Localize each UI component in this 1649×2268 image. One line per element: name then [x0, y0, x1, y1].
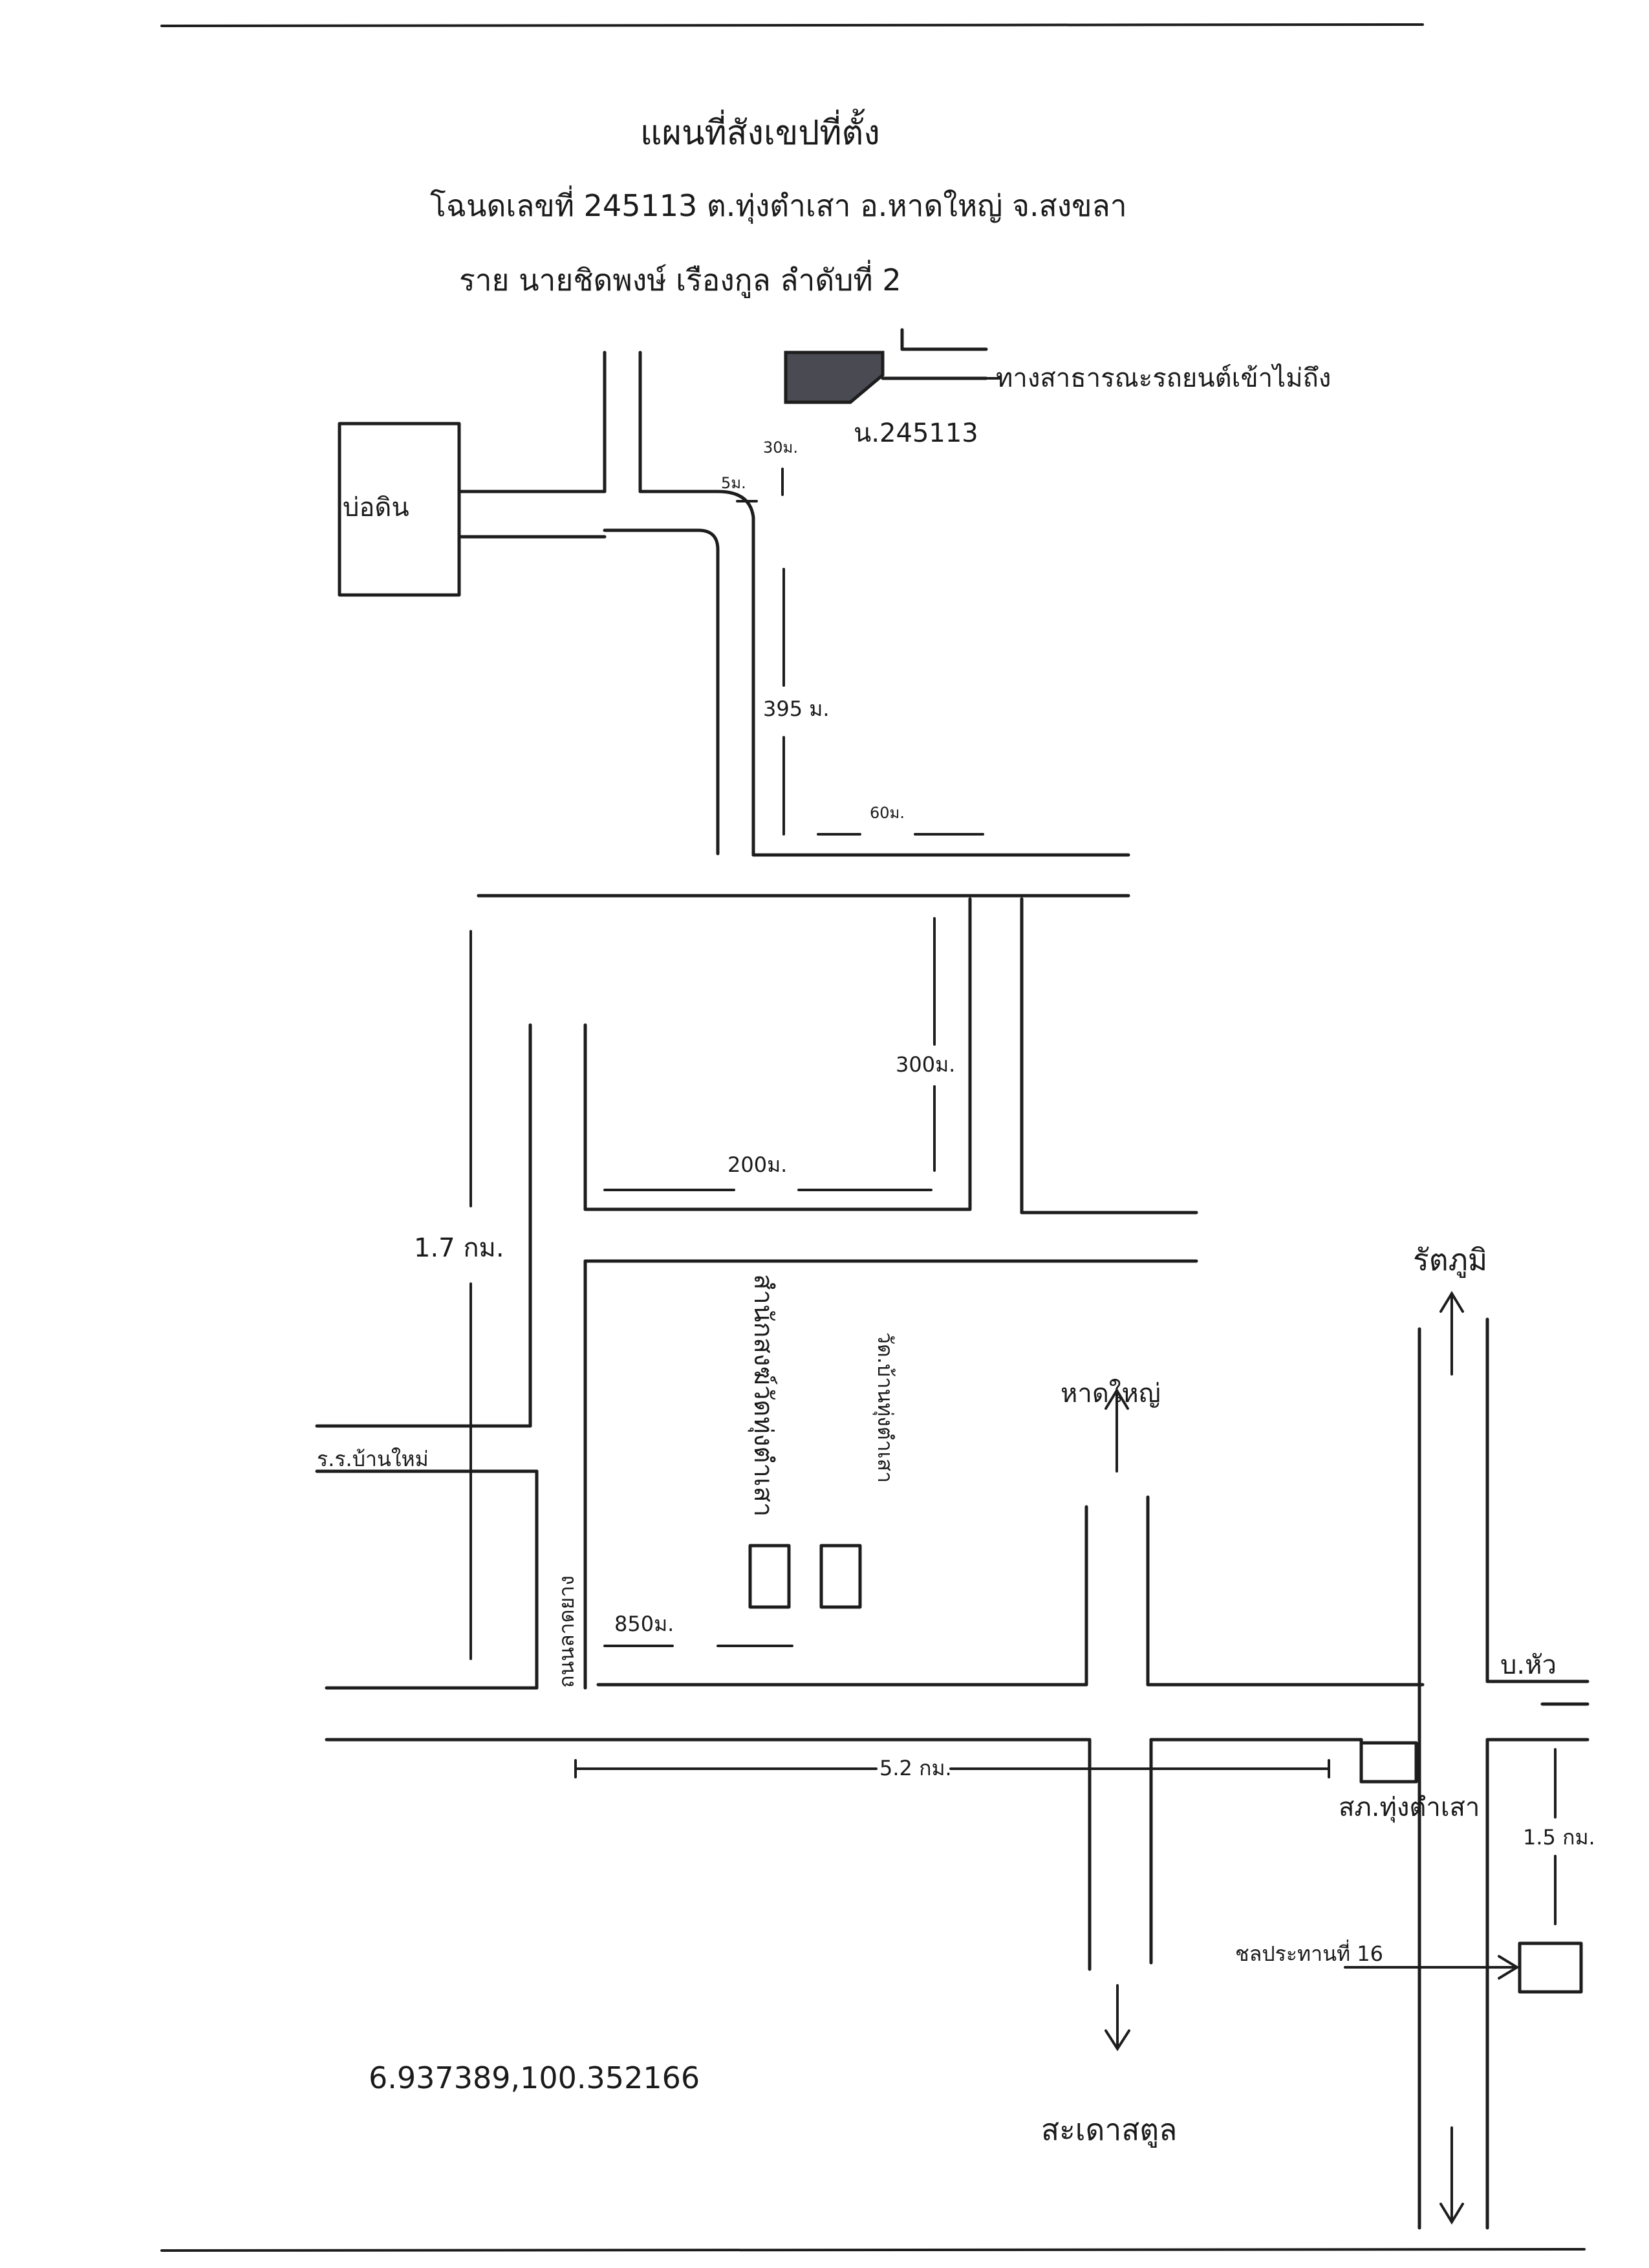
coordinates: 6.937389,100.352166 [369, 2060, 700, 2095]
rattaphum-label: รัตภูมิ [1413, 1242, 1488, 1277]
satun-label: สะเดาสตูล [1041, 2112, 1178, 2147]
distance-200m: 200ม. [727, 1152, 788, 1177]
arrow-icon [1105, 1388, 1129, 1473]
arrow-icon [1439, 2126, 1464, 2225]
road-side-label: ถนนลาดยาง [554, 1575, 579, 1688]
distance-30m: 30ม. [763, 438, 798, 457]
police-station-label: สภ.ทุ่งตำเสา [1339, 1793, 1480, 1822]
distance-60m: 60ม. [870, 804, 905, 822]
arrow-icon [1105, 1984, 1130, 2051]
wat-label: วัด.บ้านทุ่งตำเสา [873, 1332, 898, 1483]
distance-850m: 850ม. [614, 1612, 674, 1636]
building-box [748, 1544, 791, 1609]
page-title: แผนที่สังเขปที่ตั้ง [640, 114, 880, 153]
building-box [819, 1544, 862, 1609]
pond-box [338, 422, 461, 597]
office-building-label: สำนักสงฆ์วัดทุ่งตำเสา [748, 1274, 778, 1517]
hat-yai-label: หาดใหญ่ [1061, 1379, 1161, 1409]
public-road-label: ทางสาธารณะรถยนต์เข้าไม่ถึง [996, 363, 1331, 393]
pond-label: บ่อดิน [343, 493, 409, 523]
distance-5m: 5ม. [721, 474, 746, 492]
school-label: ร.ร.บ้านใหม่ [317, 1447, 429, 1471]
road-edge [638, 490, 755, 857]
distance-1-5km: 1.5 กม. [1523, 1825, 1595, 1850]
page-border-top [160, 23, 1424, 27]
parcel-icon [784, 351, 885, 404]
arrow-icon [1344, 1955, 1520, 1980]
distance-395m: 395 ม. [763, 697, 830, 721]
page-border-bottom [160, 2248, 1586, 2252]
hui-label: บ.หัว [1500, 1650, 1557, 1680]
parcel-number: น.245113 [854, 418, 978, 448]
distance-300m: 300ม. [896, 1052, 956, 1077]
irrigation-label: ชลประทานที่ 16 [1235, 1941, 1383, 1966]
irrigation-box [1518, 1941, 1583, 1994]
road-edge [603, 528, 720, 856]
police-station-box [1359, 1741, 1418, 1784]
owner-line: ราย นายชิดพงษ์ เรืองกูล ลำดับที่ 2 [459, 263, 901, 297]
deed-line: โฉนดเลขที่ 245113 ต.ทุ่งตำเสา อ.หาดใหญ่ … [430, 188, 1127, 223]
arrow-icon [1439, 1291, 1464, 1376]
distance-1-7km: 1.7 กม. [414, 1233, 504, 1263]
distance-5-2km: 5.2 กม. [879, 1756, 952, 1780]
